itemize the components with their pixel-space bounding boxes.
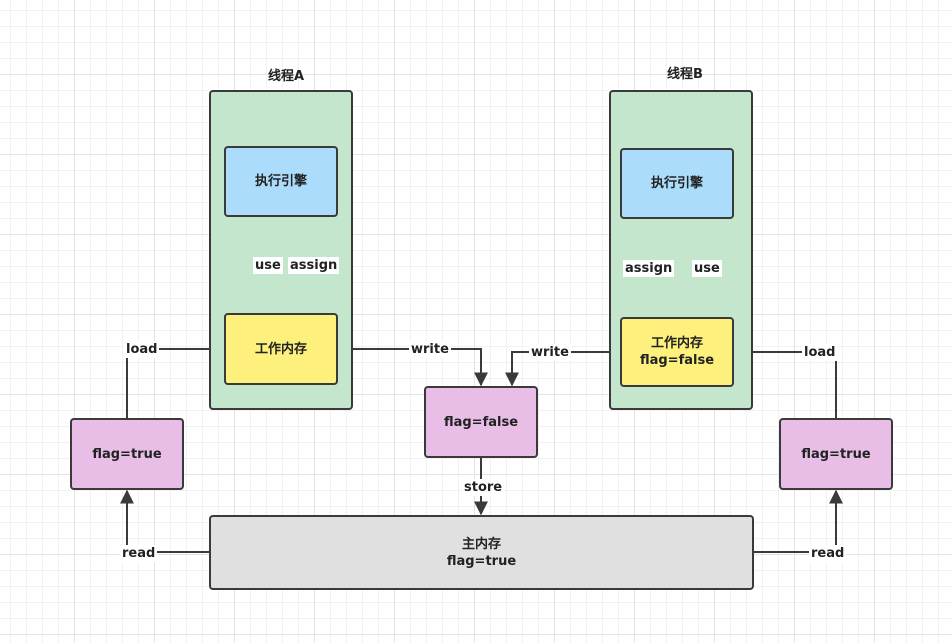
thread-b-work-line1: 工作内存 bbox=[650, 336, 703, 351]
right-flag-box: flag=true bbox=[779, 418, 893, 490]
label-a-assign: assign bbox=[288, 257, 340, 274]
thread-b-engine-label: 执行引擎 bbox=[650, 176, 703, 191]
arrow-b-write bbox=[505, 351, 621, 387]
arrow-a-read bbox=[120, 489, 210, 553]
label-b-use: use bbox=[692, 260, 722, 277]
label-store: store bbox=[462, 479, 505, 496]
thread-b-title: 线程B bbox=[667, 67, 703, 82]
left-flag-label: flag=true bbox=[92, 446, 162, 462]
label-a-use: use bbox=[253, 257, 283, 274]
label-b-assign: assign bbox=[623, 260, 675, 277]
label-a-load: load bbox=[124, 341, 160, 358]
arrow-a-write bbox=[338, 348, 488, 387]
label-b-write: write bbox=[529, 344, 571, 361]
label-a-write: write bbox=[409, 341, 451, 358]
thread-b-execution-engine: 执行引擎 bbox=[620, 148, 734, 219]
thread-a-working-memory: 工作内存 bbox=[224, 313, 338, 385]
main-memory-line1: 主内存 bbox=[461, 536, 501, 552]
left-flag-box: flag=true bbox=[70, 418, 184, 490]
thread-a-engine-label: 执行引擎 bbox=[254, 174, 307, 189]
right-flag-label: flag=true bbox=[801, 446, 871, 462]
middle-flag-label: flag=false bbox=[443, 414, 519, 430]
thread-b-work-line2: flag=false bbox=[639, 353, 715, 368]
thread-a-title: 线程A bbox=[268, 69, 305, 84]
label-b-load: load bbox=[802, 344, 838, 361]
arrow-b-read bbox=[753, 489, 843, 553]
middle-flag-box: flag=false bbox=[424, 386, 538, 458]
label-b-read: read bbox=[809, 545, 847, 562]
label-a-read: read bbox=[120, 545, 158, 562]
thread-a-work-label: 工作内存 bbox=[254, 341, 307, 357]
main-memory-line2: flag=true bbox=[446, 553, 517, 569]
main-memory-box: 主内存 flag=true bbox=[209, 515, 754, 590]
thread-b-working-memory: 工作内存 flag=false bbox=[620, 317, 734, 387]
thread-a-execution-engine: 执行引擎 bbox=[224, 146, 338, 217]
